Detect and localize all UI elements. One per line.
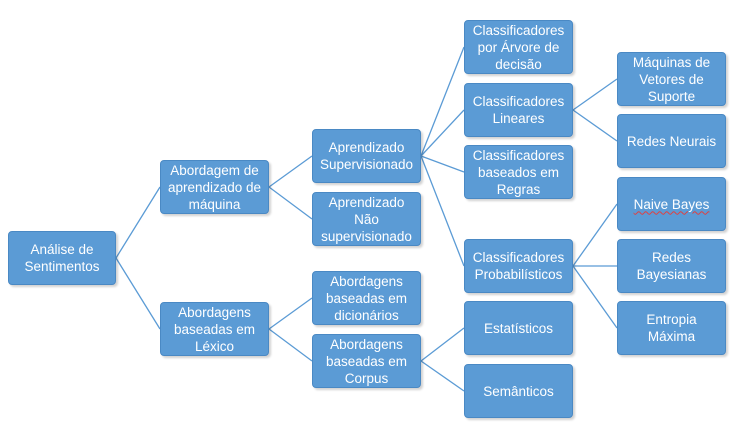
node-rule-based-label: Classificadores baseados em Regras <box>472 147 565 197</box>
node-unsupervised: Aprendizado Não supervisionado <box>312 192 421 246</box>
connector-supervised-linear <box>420 109 465 157</box>
connector-supervised-probabilistic <box>420 155 465 267</box>
node-machine-learning-label: Abordagem de aprendizado de máquina <box>167 162 262 212</box>
node-max-entropy-label: Entropia Máxima <box>646 312 697 344</box>
connector-probabilistic-max-entropy <box>572 265 618 329</box>
node-naive-bayes: Naive Bayes <box>617 177 726 231</box>
connector-ml-unsupervised <box>268 186 313 220</box>
connector-supervised-decision-tree <box>420 46 465 157</box>
node-semantic: Semânticos <box>464 364 573 418</box>
node-decision-tree-label: Classificadores por Árvore de decisão <box>472 22 565 72</box>
connector-linear-svm <box>572 78 618 111</box>
node-supervised-label: Aprendizado Supervisionado <box>319 140 414 172</box>
node-rule-based: Classificadores baseados em Regras <box>464 145 573 199</box>
connector-linear-neural <box>572 109 618 142</box>
node-unsupervised-label: Aprendizado Não supervisionado <box>321 194 412 244</box>
node-neural-networks: Redes Neurais <box>617 114 726 168</box>
node-dictionary-label: Abordagens baseadas em dicionários <box>325 273 408 323</box>
connector-lexicon-dictionary <box>268 297 313 330</box>
node-root-label: Análise de Sentimentos <box>24 242 100 274</box>
node-statistical: Estatísticos <box>464 301 573 355</box>
connector-lexicon-corpus <box>268 328 313 362</box>
node-dictionary: Abordagens baseadas em dicionários <box>312 271 421 325</box>
connector-corpus-semantic <box>420 360 465 392</box>
node-statistical-label: Estatísticos <box>483 320 554 336</box>
node-corpus: Abordagens baseadas em Corpus <box>312 334 421 388</box>
node-decision-tree: Classificadores por Árvore de decisão <box>464 20 573 74</box>
node-naive-bayes-label: Naive Bayes <box>633 196 710 212</box>
node-corpus-label: Abordagens baseadas em Corpus <box>325 336 408 386</box>
connector-probabilistic-naive-bayes <box>572 203 618 267</box>
node-lexicon: Abordagens baseadas em Léxico <box>160 302 269 356</box>
node-machine-learning: Abordagem de aprendizado de máquina <box>160 160 269 214</box>
node-neural-networks-label: Redes Neurais <box>626 133 717 149</box>
node-max-entropy: Entropia Máxima <box>617 301 726 355</box>
node-lexicon-label: Abordagens baseadas em Léxico <box>173 304 256 354</box>
node-bayesian-networks-label: Redes Bayesianas <box>636 250 707 282</box>
node-probabilistic: Classificadores Probabilísticos <box>464 239 573 293</box>
node-root: Análise de Sentimentos <box>8 231 116 285</box>
node-linear: Classificadores Lineares <box>464 83 573 137</box>
node-supervised: Aprendizado Supervisionado <box>312 129 421 183</box>
node-svm: Máquinas de Vetores de Suporte <box>617 52 726 106</box>
node-bayesian-networks: Redes Bayesianas <box>617 239 726 293</box>
connector-root-lexicon <box>115 257 161 330</box>
node-probabilistic-label: Classificadores Probabilísticos <box>472 250 565 282</box>
connector-root-machine-learning <box>115 186 161 259</box>
node-linear-label: Classificadores Lineares <box>472 94 565 126</box>
connector-ml-supervised <box>268 155 313 188</box>
connector-supervised-rule-based <box>420 155 465 173</box>
node-semantic-label: Semânticos <box>483 383 554 399</box>
connector-corpus-statistical <box>420 327 465 362</box>
node-svm-label: Máquinas de Vetores de Suporte <box>632 54 711 104</box>
